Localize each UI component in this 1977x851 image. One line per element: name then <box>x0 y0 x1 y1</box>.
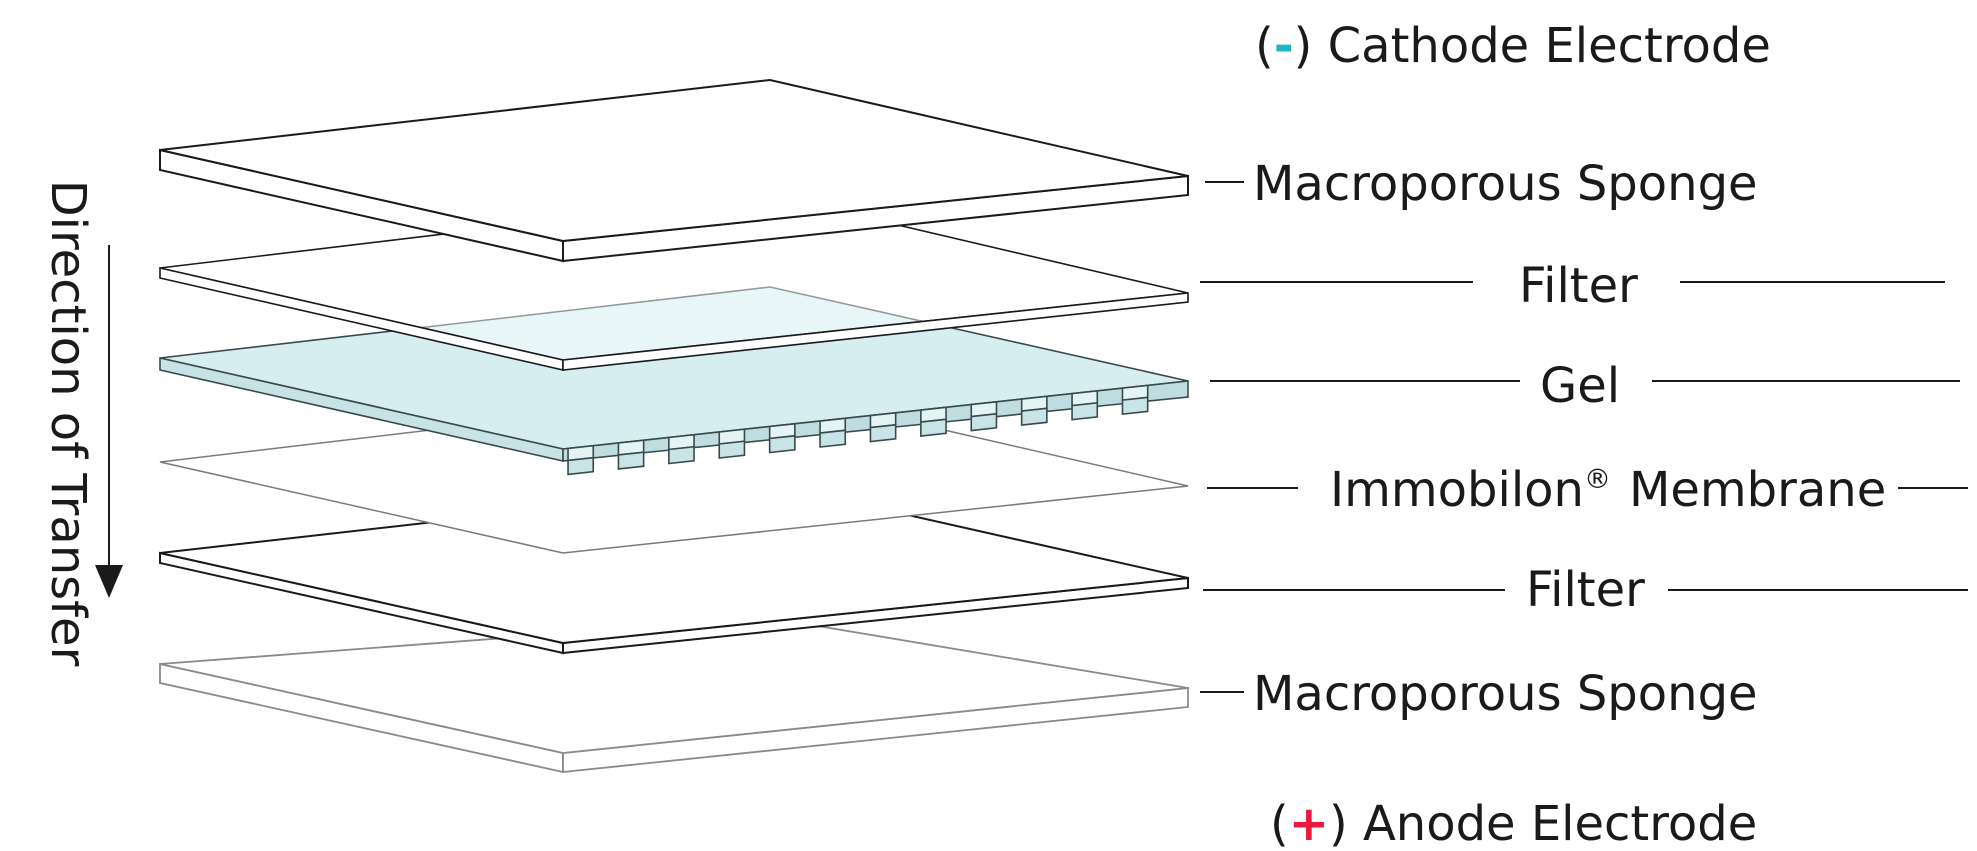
leader-lines <box>1200 181 1968 693</box>
sponge-bottom-layer <box>159 617 1189 774</box>
sponge-top-layer <box>159 78 1189 263</box>
anode-label: (+) Anode Electrode <box>1270 796 1757 851</box>
cathode-label: (-) Cathode Electrode <box>1255 18 1771 74</box>
gel-tooth-face <box>970 412 998 432</box>
gel-tooth-face <box>718 440 746 459</box>
filter-bottom-label: Filter <box>1526 562 1645 618</box>
filter-top-label: Filter <box>1519 258 1638 314</box>
filter-bottom-layer <box>159 482 1189 655</box>
gel-tooth-face <box>1121 396 1149 416</box>
gel-label: Gel <box>1540 358 1620 414</box>
direction-arrow <box>95 245 123 598</box>
minus-sign: - <box>1274 18 1294 74</box>
gel-tooth-face <box>920 418 947 437</box>
gel-comb-teeth <box>567 384 1149 476</box>
membrane-label: Immobilon®Membrane <box>1330 462 1886 518</box>
plus-sign: + <box>1289 796 1329 851</box>
direction-label: Direction of Transfer <box>40 180 96 667</box>
sponge-top-label: Macroporous Sponge <box>1253 156 1758 212</box>
gel-tooth-face <box>617 451 645 470</box>
gel-tooth-face <box>668 445 695 465</box>
gel-tooth-face <box>819 429 847 448</box>
gel-tooth-face <box>1071 401 1099 421</box>
gel-tooth-face <box>1020 407 1048 426</box>
filter-top-layer <box>159 194 1189 372</box>
gel-tooth-face <box>768 434 796 454</box>
sponge-bottom-label: Macroporous Sponge <box>1253 666 1758 722</box>
gel-tooth-face <box>869 423 897 443</box>
gel-tooth-face <box>567 456 595 476</box>
